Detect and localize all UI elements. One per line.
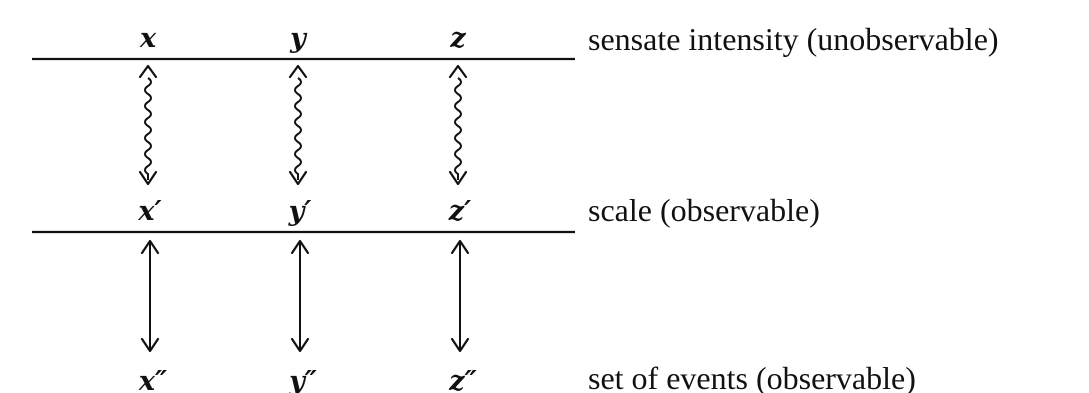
var-y-double-prime: y″ xyxy=(288,366,317,393)
var-y: y xyxy=(289,23,308,54)
level-label-middle: scale (observable) xyxy=(588,192,820,228)
var-x-prime: x′ xyxy=(137,196,161,227)
straight-arrow-z xyxy=(450,239,470,353)
var-x: x xyxy=(139,23,157,54)
level-label-bottom: set of events (observable) xyxy=(588,360,916,393)
straight-arrow-x xyxy=(140,239,160,353)
var-z: z xyxy=(449,23,466,54)
var-z-prime: z′ xyxy=(448,196,471,227)
var-y-prime: y′ xyxy=(288,196,312,227)
wavy-arrow-x xyxy=(138,64,158,186)
wavy-arrow-z xyxy=(448,64,468,186)
var-x-double-prime: x″ xyxy=(138,366,167,393)
wavy-arrow-y xyxy=(288,64,308,186)
var-z-double-prime: z″ xyxy=(448,366,476,393)
level-label-top: sensate intensity (unobservable) xyxy=(588,21,999,57)
straight-arrow-y xyxy=(290,239,310,353)
